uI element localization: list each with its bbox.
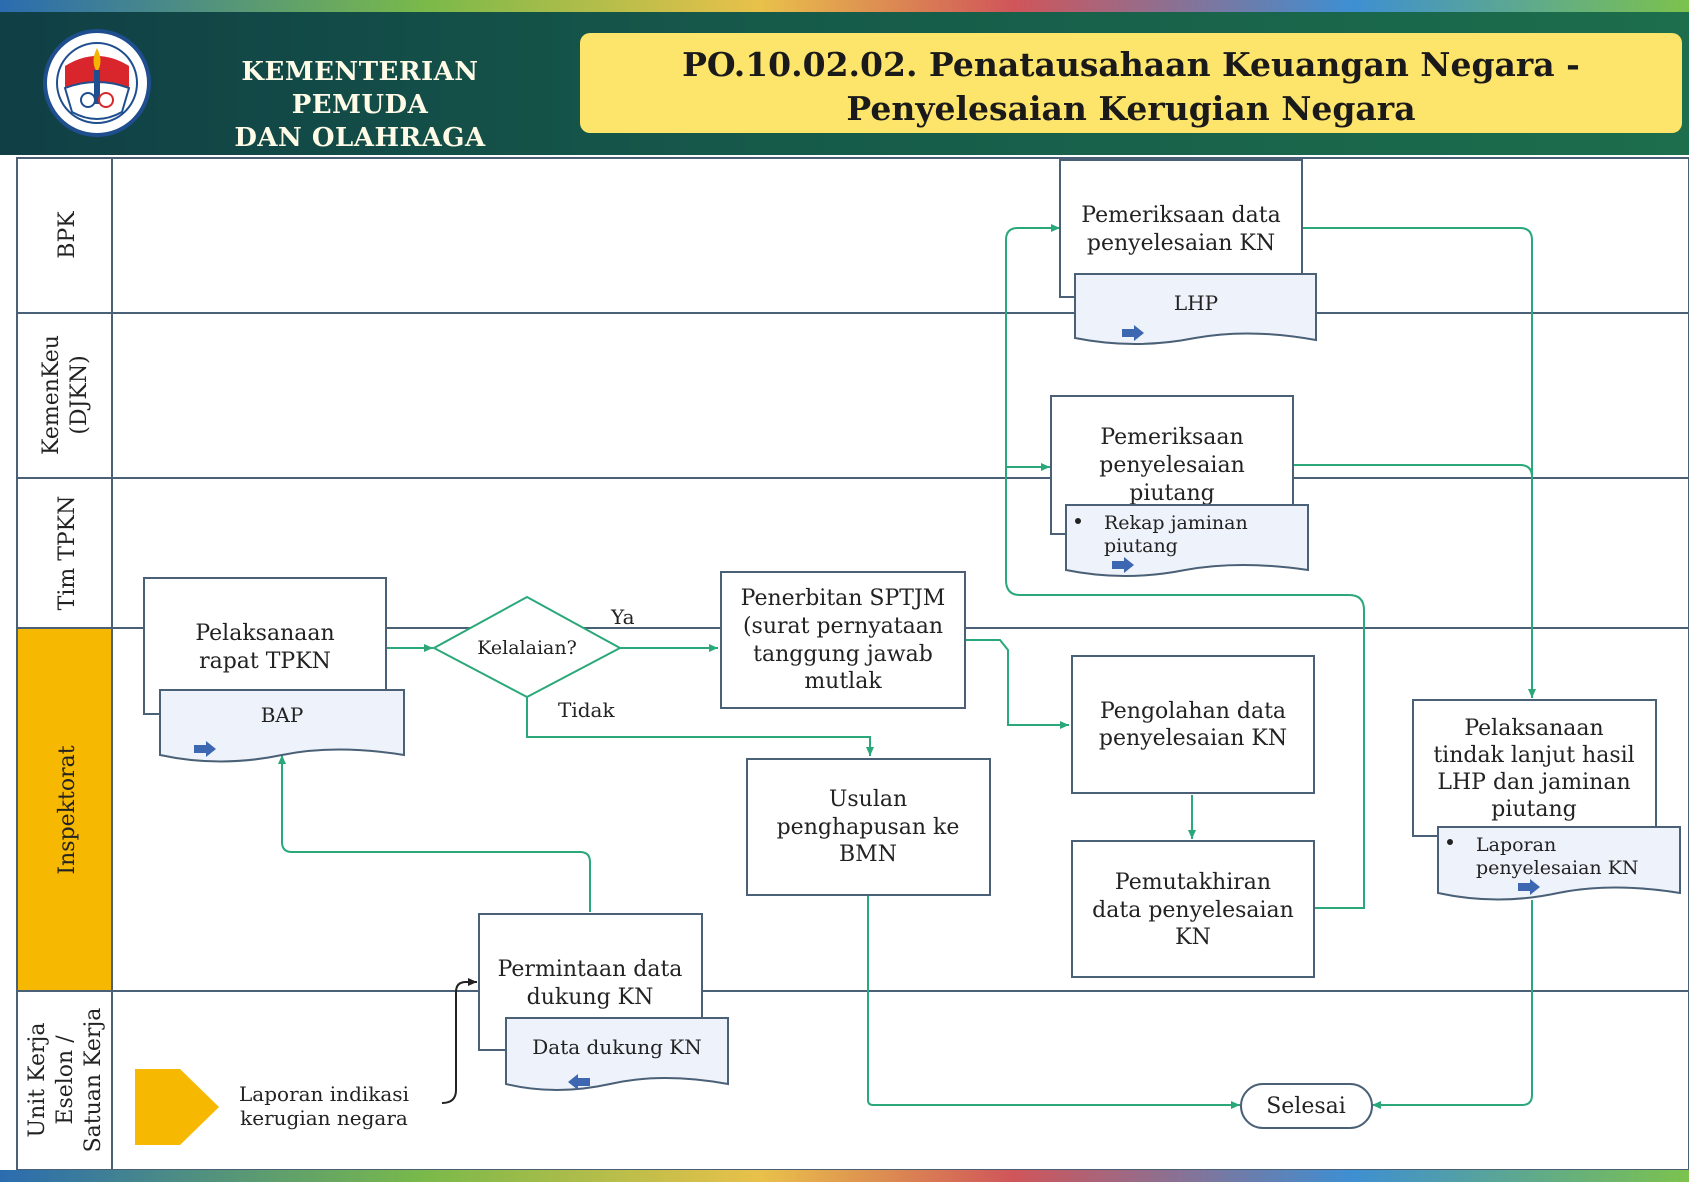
- ministry-name: KEMENTERIAN PEMUDA DAN OLAHRAGA: [170, 56, 550, 155]
- doc-laporan-penyelesaian-line1: Laporan: [1476, 834, 1556, 856]
- doc-lhp: LHP: [1074, 273, 1317, 345]
- node-pemeriksaan-data-line2: penyelesaian KN: [1087, 231, 1275, 256]
- doc-data-dukung-label: Data dukung KN: [532, 1035, 701, 1059]
- arrow-right-icon: [1122, 325, 1144, 341]
- node-pelaksanaan-rapat-line2: rapat TPKN: [199, 649, 331, 674]
- node-tindak-lanjut-line2: tindak lanjut hasil: [1433, 743, 1634, 768]
- label-tidak: Tidak: [558, 698, 615, 722]
- lane-label-unit-3: Satuan Kerja: [81, 1008, 106, 1153]
- connector-permintaan-to-bap: [278, 755, 591, 912]
- doc-rekap-jaminan: Rekap jaminan piutang: [1065, 504, 1309, 577]
- decision-kelalaian: Kelalaian?: [431, 595, 623, 699]
- footer-decor-stripe: [0, 1170, 1689, 1182]
- connector-tidak-to-usulan: [526, 697, 874, 756]
- page-title-line2: Penyelesaian Kerugian Negara: [846, 89, 1416, 128]
- start-offpage-connector: [135, 1069, 219, 1145]
- node-pengolahan-data-line1: Pengolahan data: [1100, 699, 1286, 724]
- connector-djkn-to-tindak-lanjut: [1292, 464, 1533, 478]
- doc-lhp-label: LHP: [1174, 291, 1218, 315]
- node-pemutakhiran-data-line3: KN: [1175, 925, 1211, 950]
- node-pemeriksaan-piutang-line1: Pemeriksaan: [1100, 425, 1243, 450]
- node-penerbitan-sptjm-line4: mutlak: [804, 669, 882, 694]
- lane-label-unit-2: Eselon /: [53, 1035, 78, 1125]
- node-tindak-lanjut-line3: LHP dan jaminan: [1437, 770, 1630, 795]
- doc-bap: BAP: [159, 689, 405, 763]
- node-pemeriksaan-piutang-line2: penyelesaian: [1099, 453, 1245, 478]
- arrow-left-icon: [568, 1074, 590, 1090]
- connector-bpk-to-tindak-lanjut: [1302, 227, 1536, 698]
- header-bar: KEMENTERIAN PEMUDA DAN OLAHRAGA PO.10.02…: [0, 0, 1689, 155]
- lane-labels: BPK KemenKeu (DJKN) Tim TPKN Inspektorat…: [25, 211, 106, 1153]
- node-permintaan-data-line2: dukung KN: [527, 985, 654, 1010]
- doc-bap-label: BAP: [261, 703, 304, 727]
- connector-sptjm-to-pengolahan: [965, 639, 1069, 729]
- node-permintaan-data-line1: Permintaan data: [498, 957, 683, 982]
- lane-label-bpk: BPK: [55, 211, 80, 259]
- lane-label-inspektorat: Inspektorat: [55, 745, 80, 874]
- label-ya: Ya: [610, 605, 635, 629]
- lane-label-tim-tpkn: Tim TPKN: [55, 496, 80, 611]
- node-pemeriksaan-piutang-line3: piutang: [1129, 481, 1215, 506]
- doc-data-dukung: Data dukung KN: [505, 1017, 729, 1091]
- node-pemutakhiran-data-line1: Pemutakhiran: [1115, 870, 1271, 895]
- lane-label-kemenkeu-2: (DJKN): [67, 355, 92, 434]
- lane-label-kemenkeu-1: KemenKeu: [39, 335, 64, 455]
- ministry-name-line1: KEMENTERIAN PEMUDA: [241, 57, 479, 120]
- node-penerbitan-sptjm-line1: Penerbitan SPTJM: [741, 586, 946, 611]
- node-penerbitan-sptjm-line2: (surat pernyataan: [743, 614, 943, 639]
- decision-kelalaian-label: Kelalaian?: [477, 637, 577, 659]
- node-pelaksanaan-rapat-line1: Pelaksanaan: [195, 621, 334, 646]
- node-usulan-penghapusan-line2: penghapusan ke: [777, 815, 960, 840]
- node-pengolahan-data-line2: penyelesaian KN: [1099, 726, 1287, 751]
- arrow-right-icon: [1112, 557, 1134, 573]
- title-box: PO.10.02.02. Penatausahaan Keuangan Nega…: [580, 33, 1682, 133]
- node-penerbitan-sptjm-line3: tanggung jawab: [753, 642, 933, 667]
- page-title: PO.10.02.02. Penatausahaan Keuangan Nega…: [580, 43, 1682, 131]
- node-usulan-penghapusan-line3: BMN: [839, 842, 897, 867]
- node-pemeriksaan-data-line1: Pemeriksaan data: [1081, 203, 1280, 228]
- connector-pemutakhiran-to-bpk: [1005, 224, 1365, 909]
- connector-tindak-lanjut-to-selesai: [1372, 900, 1533, 1109]
- node-pemutakhiran-data: Pemutakhiran data penyelesaian KN: [1071, 840, 1315, 978]
- start-label-line2: kerugian negara: [240, 1106, 408, 1130]
- doc-laporan-penyelesaian: Laporan penyelesaian KN: [1437, 826, 1681, 901]
- lane-label-unit-1: Unit Kerja: [25, 1023, 50, 1138]
- node-penerbitan-sptjm: Penerbitan SPTJM (surat pernyataan tangg…: [720, 571, 966, 709]
- connectors: [278, 224, 1536, 1109]
- lane-inspektorat-header: [17, 628, 112, 991]
- node-usulan-penghapusan: Usulan penghapusan ke BMN: [746, 758, 991, 896]
- ministry-logo: [43, 29, 151, 137]
- node-tindak-lanjut-line1: Pelaksanaan: [1464, 716, 1603, 741]
- node-pelaksanaan-tindak-lanjut: Pelaksanaan tindak lanjut hasil LHP dan …: [1412, 699, 1657, 837]
- terminator-selesai-label: Selesai: [1266, 1094, 1346, 1119]
- connector-usulan-to-selesai: [867, 895, 1240, 1109]
- arrow-right-icon: [1518, 879, 1540, 895]
- connector-start-to-permintaan: [441, 978, 477, 1104]
- arrow-right-icon: [194, 741, 216, 757]
- ministry-name-line2: DAN OLAHRAGA: [234, 123, 486, 153]
- start-label-line1: Laporan indikasi: [239, 1082, 409, 1106]
- doc-rekap-jaminan-line1: Rekap jaminan: [1104, 512, 1248, 534]
- doc-laporan-penyelesaian-line2: penyelesaian KN: [1476, 857, 1639, 879]
- node-usulan-penghapusan-line1: Usulan: [829, 787, 907, 812]
- node-pengolahan-data: Pengolahan data penyelesaian KN: [1071, 655, 1315, 794]
- node-pemutakhiran-data-line2: data penyelesaian: [1092, 898, 1294, 923]
- doc-rekap-jaminan-line2: piutang: [1104, 535, 1178, 557]
- node-tindak-lanjut-line4: piutang: [1491, 797, 1577, 822]
- terminator-selesai: Selesai: [1240, 1083, 1373, 1129]
- header-decor-stripe: [0, 0, 1689, 12]
- page-title-line1: PO.10.02.02. Penatausahaan Keuangan Nega…: [682, 45, 1580, 84]
